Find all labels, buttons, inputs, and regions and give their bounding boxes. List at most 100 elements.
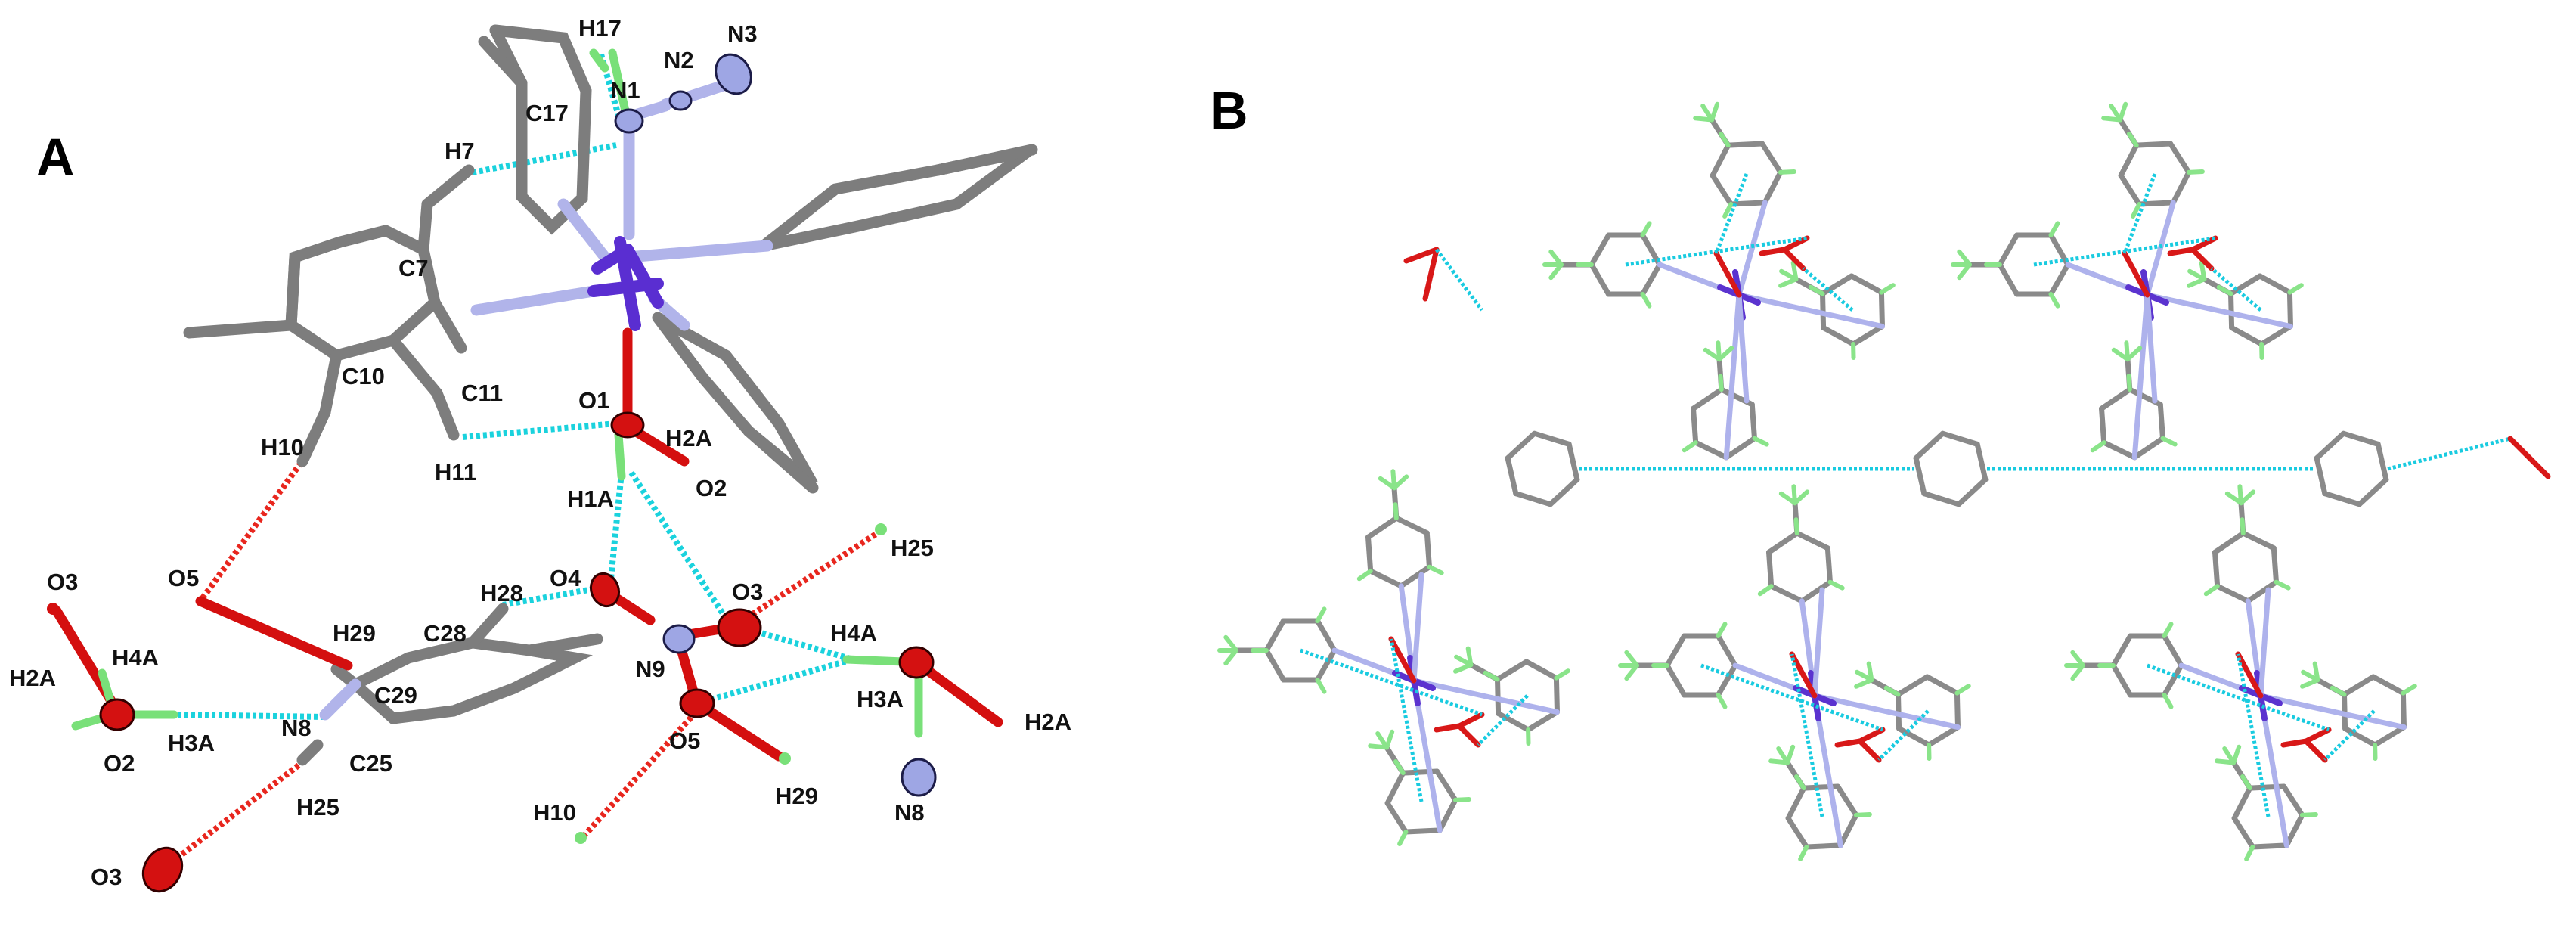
packing-nitrate-325 [2303, 738, 2328, 763]
packing-h-239 [1853, 812, 1872, 817]
left-ring-bond-b [285, 251, 301, 331]
packing-link-ring-345 [1505, 430, 1537, 461]
packing-ring-269 [2162, 633, 2184, 668]
label-n1: N1 [610, 77, 640, 104]
packing-h-291 [2401, 684, 2417, 696]
packing-ring-80 [2258, 324, 2293, 347]
packing-h-79 [2048, 221, 2060, 237]
packing-ring-244 [1824, 545, 1833, 585]
packing-ring-132 [1315, 647, 1338, 683]
packing-nbond-152 [1411, 678, 1560, 715]
hbond-o3-h4a [741, 625, 854, 662]
packing-nitrate-324 [2303, 727, 2332, 744]
packing-h-275 [2162, 693, 2174, 709]
contact-o5-h10 [580, 710, 698, 840]
packing-ring-293 [2231, 815, 2255, 850]
packing-h-211 [1716, 622, 1728, 638]
packing-hbond-64 [1802, 267, 1854, 312]
packing-ring-134 [1263, 647, 1286, 683]
packing-ring-297 [2283, 812, 2305, 848]
packing-ring-307 [2212, 549, 2221, 589]
h10-atom [575, 832, 587, 844]
packing-h-53 [1682, 440, 1698, 453]
hbond-h1a-o3 [628, 470, 735, 630]
contact-h10-o5 [197, 461, 304, 603]
c25-h25-link [296, 739, 324, 766]
label-n2: N2 [664, 47, 694, 73]
packing-link-ring-336 [2357, 476, 2389, 507]
label-h4a-left: H4A [112, 644, 159, 671]
n9-ellipsoid [662, 624, 696, 654]
packing-h-156 [1465, 646, 1474, 668]
packing-h-319 [2274, 579, 2291, 591]
left-methyl [183, 319, 297, 339]
packing-nitrate-353 [1422, 247, 1440, 302]
packing-ring-228 [1785, 785, 1807, 821]
n3-ellipsoid [715, 53, 752, 95]
packing-h-54 [1718, 374, 1724, 392]
packing-nbond-114 [2131, 292, 2150, 461]
label-o2-top: O2 [696, 475, 727, 501]
packing-ring-216 [1924, 674, 1960, 696]
packing-ring-278 [2372, 724, 2407, 748]
h1a-bond [614, 430, 626, 481]
packing-nitrate-326 [2280, 738, 2309, 748]
packing-azide-256 [1812, 587, 1825, 699]
packing-h-185 [1356, 569, 1373, 582]
packing-h-27 [1879, 283, 1896, 295]
packing-h-93 [2287, 283, 2304, 295]
c11-h11-link [431, 387, 460, 441]
packing-h-105 [2131, 202, 2142, 219]
packing-h-10 [1548, 249, 1564, 267]
packing-azide-322 [2258, 587, 2271, 699]
label-c28: C28 [423, 620, 467, 647]
label-h2a-right: H2A [1025, 709, 1071, 735]
packing-link-ring-346 [1531, 430, 1572, 447]
packing-ring-179 [1398, 564, 1432, 589]
packing-h-52 [1717, 346, 1734, 362]
packing-h-252 [1793, 517, 1799, 536]
h4a-right-bond [842, 655, 908, 666]
label-h10-bottom: H10 [533, 799, 576, 826]
packing-ring-240 [1768, 583, 1805, 604]
packing-ring-19 [1878, 290, 1885, 330]
packing-h-77 [2048, 292, 2060, 309]
packing-ring-294 [2231, 785, 2253, 821]
packing-ring-146 [1525, 709, 1560, 733]
c10-link [319, 349, 343, 418]
upper-ring-methyl [478, 36, 528, 89]
n-bond-upper [557, 198, 611, 263]
panel-a-ellipsoids [99, 53, 937, 893]
panel-a-hbonds-red [163, 461, 883, 870]
label-n8-mid: N8 [281, 715, 312, 741]
packing-link-ring-337 [2322, 491, 2363, 507]
packing-h-120 [2126, 374, 2132, 392]
o3-left-atom [47, 603, 59, 615]
packing-h-187 [1427, 564, 1444, 575]
packing-ring-43 [1691, 405, 1699, 445]
packing-ring-308 [2212, 530, 2246, 555]
packing-azide-58 [1736, 292, 1750, 404]
packing-h-171 [1397, 830, 1409, 846]
o5-h29-red-left [195, 596, 353, 671]
label-h29-bottom: H29 [775, 783, 818, 809]
lower-ligand-methyl [523, 633, 603, 656]
c28-h28-link [467, 603, 509, 649]
packing-nitrate-192 [1456, 712, 1485, 729]
n8-bottom-ellipsoid [901, 758, 937, 797]
packing-hbond-329 [2236, 653, 2271, 817]
packing-ring-306 [2215, 583, 2251, 604]
lower-right-methyl [742, 425, 819, 494]
packing-h-106 [2127, 132, 2139, 148]
packing-ring-28 [1728, 200, 1768, 207]
packing-ring-95 [2118, 172, 2142, 207]
packing-ring-33 [1762, 169, 1784, 206]
packing-hbond-197 [1389, 638, 1424, 802]
packing-h-303 [2244, 845, 2255, 861]
packing-h-26 [1808, 284, 1825, 296]
packing-ring-178 [1424, 530, 1432, 570]
packing-h-118 [2125, 346, 2143, 362]
packing-ring-161 [1384, 800, 1409, 835]
panel-a-hbonds-cyan [177, 53, 854, 720]
